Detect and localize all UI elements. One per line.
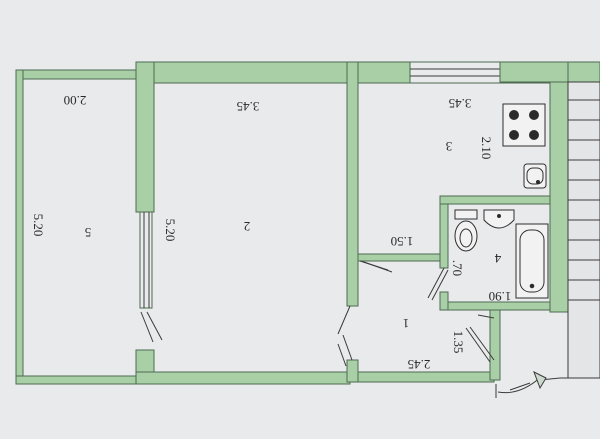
- bottom-wall: [135, 371, 351, 385]
- room-1-number: 1: [403, 316, 410, 331]
- bathroom-left-wall-lower: [439, 291, 449, 311]
- right-wall: [549, 61, 569, 313]
- partition-3-1: [357, 253, 441, 262]
- bottom-wall-right: [349, 371, 495, 383]
- balcony-top-wall: [15, 69, 139, 80]
- room-3-door: [359, 260, 393, 273]
- room-3-length: 2.10: [479, 137, 494, 160]
- room-2-length: 5.20: [163, 219, 178, 242]
- room-5-width: 2.00: [64, 93, 87, 108]
- balcony-door: [140, 311, 163, 343]
- stair-door: [495, 370, 547, 398]
- toilet-icon: [454, 209, 478, 252]
- room-2-width: 3.45: [237, 99, 260, 114]
- bathtub-icon: [515, 223, 549, 299]
- room-2-door: [337, 305, 353, 367]
- room-5-number: 5: [85, 225, 92, 240]
- room-4-number: 4: [494, 251, 501, 266]
- balcony-window: [139, 211, 153, 309]
- room-1-extra: 1.50: [391, 234, 414, 249]
- walls: [15, 61, 600, 385]
- room-3-width: 3.45: [449, 96, 472, 111]
- room-1-width: 2.45: [408, 357, 431, 372]
- wall-2-1-lower: [346, 359, 359, 383]
- wall-2-3-upper: [346, 61, 359, 307]
- right-wall-lower: [489, 309, 501, 381]
- kitchen-sink-icon: [523, 163, 547, 189]
- bathroom-top-wall: [439, 195, 555, 205]
- room-5-length: 5.20: [31, 214, 46, 237]
- wash-basin-icon: [483, 209, 515, 229]
- doors: [140, 260, 547, 398]
- balcony-bottom-wall: [15, 375, 139, 385]
- room-3-number: 3: [446, 139, 453, 154]
- room-4-length: .70: [450, 260, 465, 276]
- stair-icon: [539, 81, 600, 381]
- wall-5-2-upper: [135, 61, 155, 213]
- room-4-width: 1.90: [489, 289, 512, 304]
- room-1-length: 1.35: [451, 331, 466, 354]
- entrance-door: [465, 314, 495, 363]
- right-wall-upper: [499, 61, 569, 83]
- stove-icon: [502, 103, 546, 147]
- room-2-number: 2: [244, 219, 251, 234]
- top-window: [409, 61, 501, 84]
- balcony-left-wall: [15, 69, 24, 385]
- bathroom-left-wall: [439, 197, 449, 269]
- bathroom-door: [427, 267, 449, 301]
